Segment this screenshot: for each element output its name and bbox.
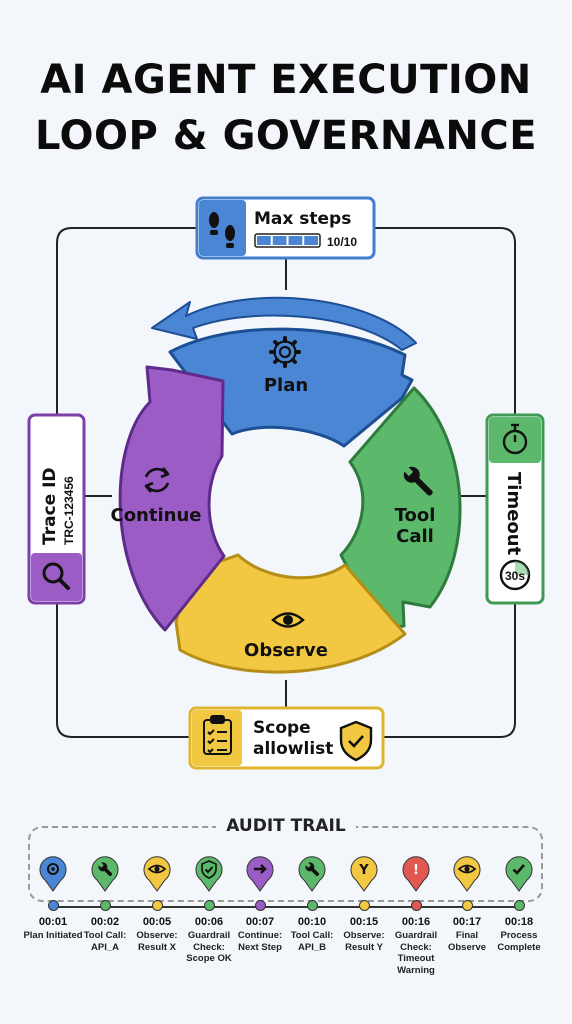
event-time: 00:06 [194, 916, 224, 928]
event-time: 00:01 [38, 916, 68, 928]
clipboard-icon [203, 715, 232, 755]
event-description: Final Observe [447, 930, 487, 953]
refresh-icon [144, 467, 170, 493]
max-steps-label: Max steps [254, 209, 351, 229]
audit-trail-title: AUDIT TRAIL [0, 816, 572, 836]
tool-call-arrow [339, 386, 462, 631]
timeline-node [48, 900, 59, 911]
max-steps-card: Max steps 10/10 [195, 196, 376, 260]
timeline-node [462, 900, 473, 911]
scope-label-line-2: allowlist [253, 739, 333, 759]
tool-call-label-line-2: Call [396, 526, 434, 547]
page-title: AI AGENT EXECUTION LOOP & GOVERNANCE [0, 52, 572, 164]
event-time: 00:05 [142, 916, 172, 928]
timeline-node [152, 900, 163, 911]
max-steps-value: 10/10 [327, 235, 357, 249]
event-time: 00:02 [90, 916, 120, 928]
wrench-icon [91, 856, 119, 892]
wrench-icon [298, 856, 326, 892]
timeout-card: Timeout 30s [485, 413, 545, 605]
loop-direction-arrow [151, 296, 417, 351]
trace-id-value: TRC-123456 [62, 476, 76, 545]
gear-icon [39, 856, 67, 892]
scope-label-line-1: Scope [253, 718, 311, 738]
progress-segment [257, 236, 271, 245]
eye-icon [143, 856, 171, 892]
gear-icon [269, 336, 301, 368]
event-description: Observe: Result Y [343, 930, 385, 953]
letter-y-icon: Y [350, 856, 378, 892]
timeline-node [307, 900, 318, 911]
event-description: Guardrail Check: Scope OK [186, 930, 232, 964]
event-description: Tool Call: API_A [83, 930, 127, 953]
timeout-value: 30s [505, 569, 525, 583]
event-time: 00:07 [245, 916, 275, 928]
eye-icon [271, 612, 305, 628]
svg-text:!: ! [413, 863, 419, 878]
check-shield-icon [195, 856, 223, 892]
wrench-icon [402, 465, 433, 496]
continue-label: Continue [110, 505, 201, 526]
tool-call-label-line-1: Tool [395, 505, 436, 526]
event-description: Continue: Next Step [237, 930, 283, 953]
magnifier-icon [42, 562, 70, 590]
event-time: 00:17 [452, 916, 482, 928]
progress-segment [304, 236, 318, 245]
footsteps-icon [209, 212, 235, 248]
title-line-1: AI AGENT EXECUTION [40, 57, 532, 103]
timeline-node [255, 900, 266, 911]
timeline-node [514, 900, 525, 911]
progress-segment [288, 236, 303, 245]
trace-id-label: Trace ID [40, 467, 60, 545]
timeline-node [100, 900, 111, 911]
event-time: 00:18 [504, 916, 534, 928]
check-icon [505, 856, 533, 892]
title-line-2: LOOP & GOVERNANCE [34, 113, 538, 159]
plan-arrow [168, 327, 414, 448]
event-time: 00:10 [297, 916, 327, 928]
trace-id-card: Trace ID TRC-123456 [27, 413, 86, 605]
event-description: Tool Call: API_B [290, 930, 334, 953]
timeline-node [411, 900, 422, 911]
event-description: Process Complete [497, 930, 541, 953]
event-description: Guardrail Check: Timeout Warning [394, 930, 438, 976]
event-time: 00:15 [349, 916, 379, 928]
eye-icon [453, 856, 481, 892]
event-description: Observe: Result X [136, 930, 178, 953]
plan-label: Plan [264, 375, 308, 396]
warning-icon: ! [402, 856, 430, 892]
observe-label: Observe [244, 640, 328, 661]
arrow-right-icon [246, 856, 274, 892]
svg-text:Y: Y [358, 863, 369, 878]
scope-allowlist-card: Scope allowlist [188, 706, 385, 770]
timeline-node [204, 900, 215, 911]
event-time: 00:16 [401, 916, 431, 928]
progress-segment [272, 236, 287, 245]
timeout-label: Timeout [503, 472, 524, 556]
governance-frame [56, 227, 516, 738]
continue-arrow [118, 365, 226, 632]
shield-check-icon [339, 720, 373, 762]
stopwatch-icon [502, 423, 528, 455]
event-description: Plan Initiated [23, 930, 83, 941]
max-steps-progress-bar [254, 233, 321, 248]
timeline-node [359, 900, 370, 911]
timeout-badge: 30s [499, 559, 531, 591]
timeline-line [52, 906, 520, 908]
